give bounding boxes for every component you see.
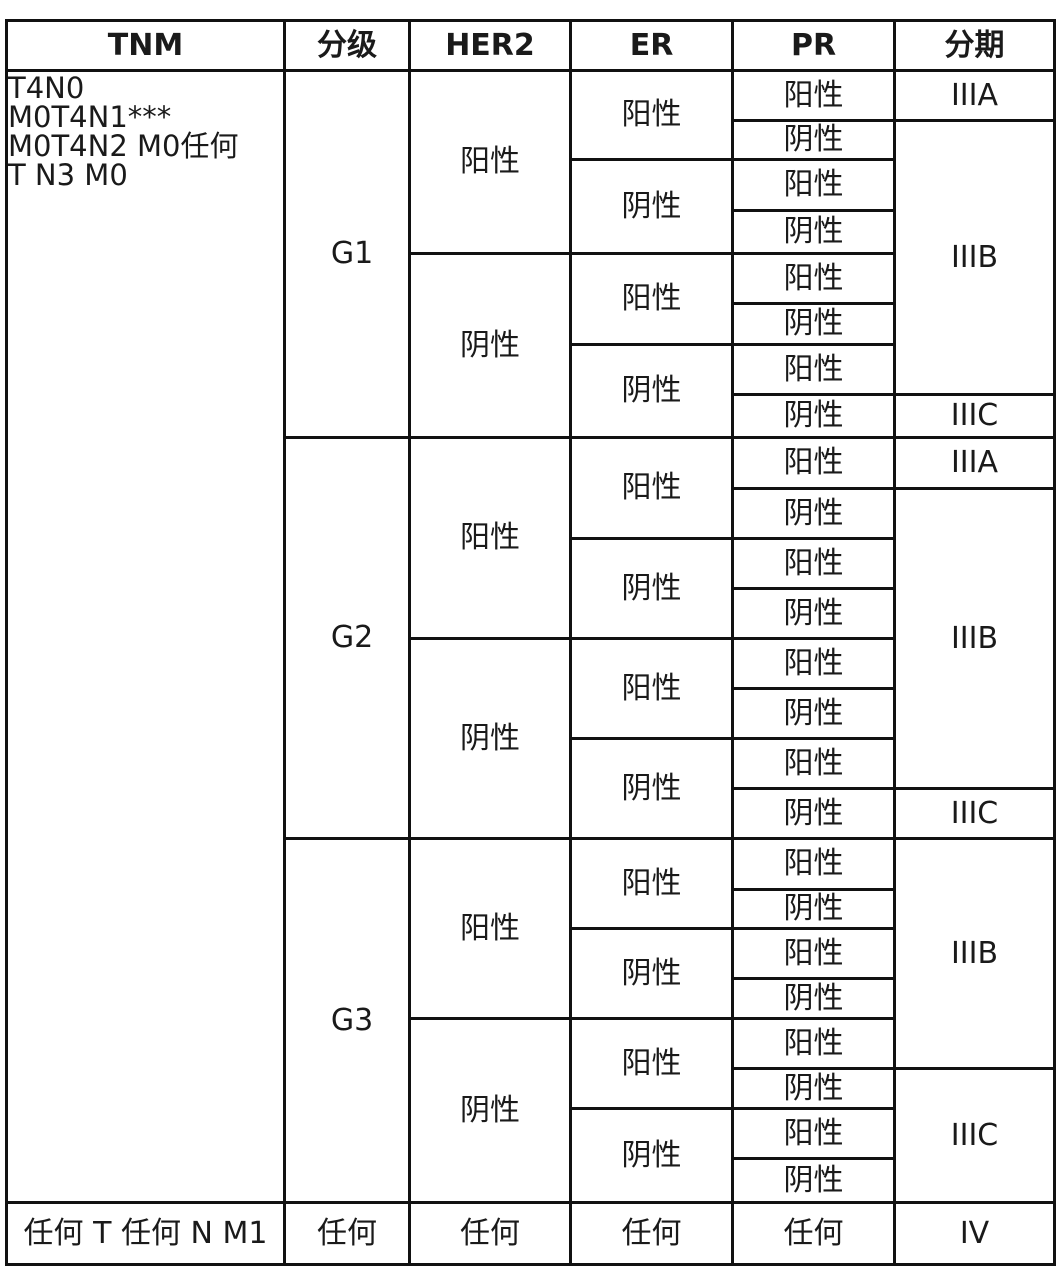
pr-cell: 阳性 [731, 927, 896, 980]
her2-cell-any: 任何 [408, 1201, 572, 1266]
her2-cell: 阳性 [408, 837, 572, 1020]
pr-cell: 阴性 [731, 687, 896, 740]
stage-cell: IIIC [893, 787, 1056, 840]
pr-cell: 阳性 [731, 1017, 896, 1070]
pr-cell: 阳性 [731, 343, 896, 396]
er-cell: 阴性 [569, 158, 734, 255]
tnm-line: T N3 M0 [8, 158, 128, 192]
column-header: PR [731, 19, 896, 72]
pr-cell: 阳性 [731, 158, 896, 212]
pr-cell: 阳性 [731, 1107, 896, 1160]
her2-cell: 阴性 [408, 1017, 572, 1204]
er-cell: 阴性 [569, 1107, 734, 1204]
grade-cell-any: 任何 [283, 1201, 411, 1266]
pr-cell: 阳性 [731, 637, 896, 690]
pr-cell: 阴性 [731, 119, 896, 161]
stage-cell: IIIC [893, 393, 1056, 439]
stage-cell: IIIB [893, 487, 1056, 790]
stage-cell: IIIA [893, 436, 1056, 490]
column-header: TNM [5, 19, 286, 72]
er-cell: 阳性 [569, 637, 734, 740]
pr-cell: 阳性 [731, 252, 896, 305]
pr-cell: 阴性 [731, 393, 896, 439]
pr-cell: 阴性 [731, 209, 896, 255]
column-header: ER [569, 19, 734, 72]
er-cell: 阳性 [569, 837, 734, 930]
tnm-cell-m1: 任何 T 任何 N M1 [5, 1201, 286, 1266]
er-cell: 阴性 [569, 737, 734, 840]
pr-cell: 阴性 [731, 487, 896, 540]
pr-cell: 阳性 [731, 837, 896, 891]
er-cell: 阴性 [569, 927, 734, 1020]
pr-cell: 阴性 [731, 787, 896, 840]
pr-cell: 阳性 [731, 69, 896, 122]
er-cell-any: 任何 [569, 1201, 734, 1266]
pr-cell: 阴性 [731, 1157, 896, 1204]
column-header: 分期 [893, 19, 1056, 72]
er-cell: 阳性 [569, 252, 734, 346]
er-cell: 阳性 [569, 69, 734, 161]
her2-cell: 阳性 [408, 69, 572, 255]
grade-cell: G2 [283, 436, 411, 840]
pr-cell: 阳性 [731, 537, 896, 590]
er-cell: 阴性 [569, 537, 734, 640]
stage-cell: IIIC [893, 1067, 1056, 1204]
her2-cell: 阴性 [408, 637, 572, 840]
tnm-line: M0T4N1*** [8, 100, 172, 134]
pr-cell: 阴性 [731, 587, 896, 640]
tnm-line: M0T4N2 M0任何 [8, 129, 239, 163]
pr-cell: 阳性 [731, 436, 896, 490]
column-header: 分级 [283, 19, 411, 72]
stage-cell-iv: IV [893, 1201, 1056, 1266]
pr-cell: 阴性 [731, 888, 896, 930]
her2-cell: 阴性 [408, 252, 572, 439]
pr-cell-any: 任何 [731, 1201, 896, 1266]
grade-cell: G3 [283, 837, 411, 1204]
er-cell: 阳性 [569, 1017, 734, 1110]
stage-cell: IIIB [893, 119, 1056, 396]
pr-cell: 阴性 [731, 1067, 896, 1110]
her2-cell: 阳性 [408, 436, 572, 640]
pr-cell: 阴性 [731, 977, 896, 1020]
grade-cell: G1 [283, 69, 411, 439]
er-cell: 阴性 [569, 343, 734, 439]
stage-cell: IIIA [893, 69, 1056, 122]
er-cell: 阳性 [569, 436, 734, 540]
pr-cell: 阳性 [731, 737, 896, 790]
stage-cell: IIIB [893, 837, 1056, 1070]
tnm-line: T4N0 [8, 71, 85, 105]
pr-cell: 阴性 [731, 302, 896, 346]
column-header: HER2 [408, 19, 572, 72]
